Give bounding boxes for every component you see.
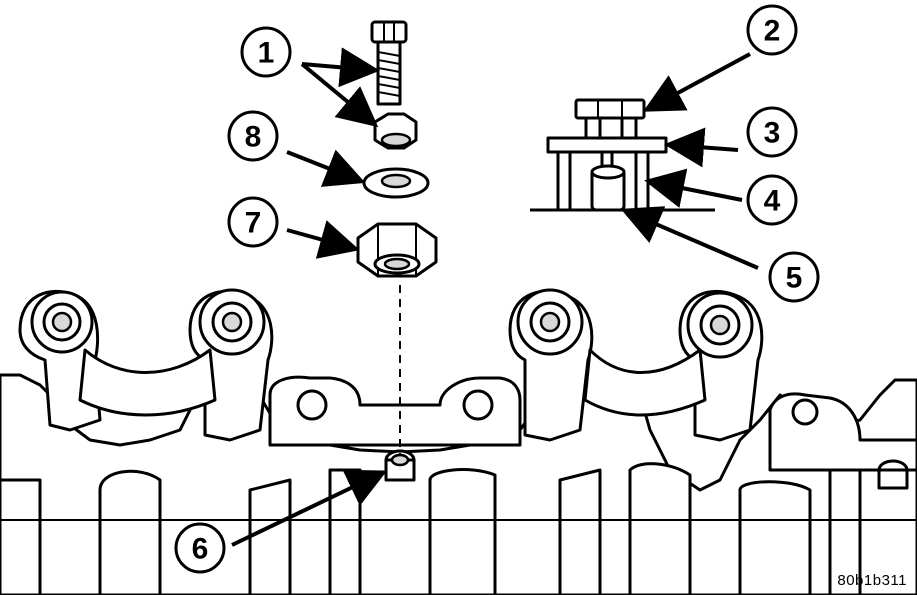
callout-6-label: 6 (192, 533, 209, 566)
bolt (370, 20, 408, 106)
small-nut (373, 112, 418, 150)
callout-7: 7 (227, 196, 279, 248)
callout-7-label: 7 (245, 207, 262, 240)
callout-5-label: 5 (786, 262, 803, 295)
callout-8-label: 8 (245, 121, 262, 154)
washer (362, 167, 430, 199)
callout-4: 4 (746, 174, 798, 226)
callout-1-label: 1 (258, 37, 275, 70)
callout-3: 3 (746, 106, 798, 158)
callout-1: 1 (240, 26, 292, 78)
callout-3-label: 3 (764, 117, 781, 150)
leader-lines (231, 47, 759, 547)
callout-8: 8 (227, 110, 279, 162)
large-nut (356, 222, 438, 278)
figure-reference-code: 80b1b311 (837, 572, 907, 589)
callout-4-label: 4 (764, 185, 781, 218)
callout-5: 5 (768, 251, 820, 303)
engine-block (0, 288, 917, 595)
callout-2: 2 (746, 4, 798, 56)
callout-2-label: 2 (764, 15, 781, 48)
puller-tool-assembly (530, 98, 715, 212)
callout-6: 6 (174, 522, 226, 574)
